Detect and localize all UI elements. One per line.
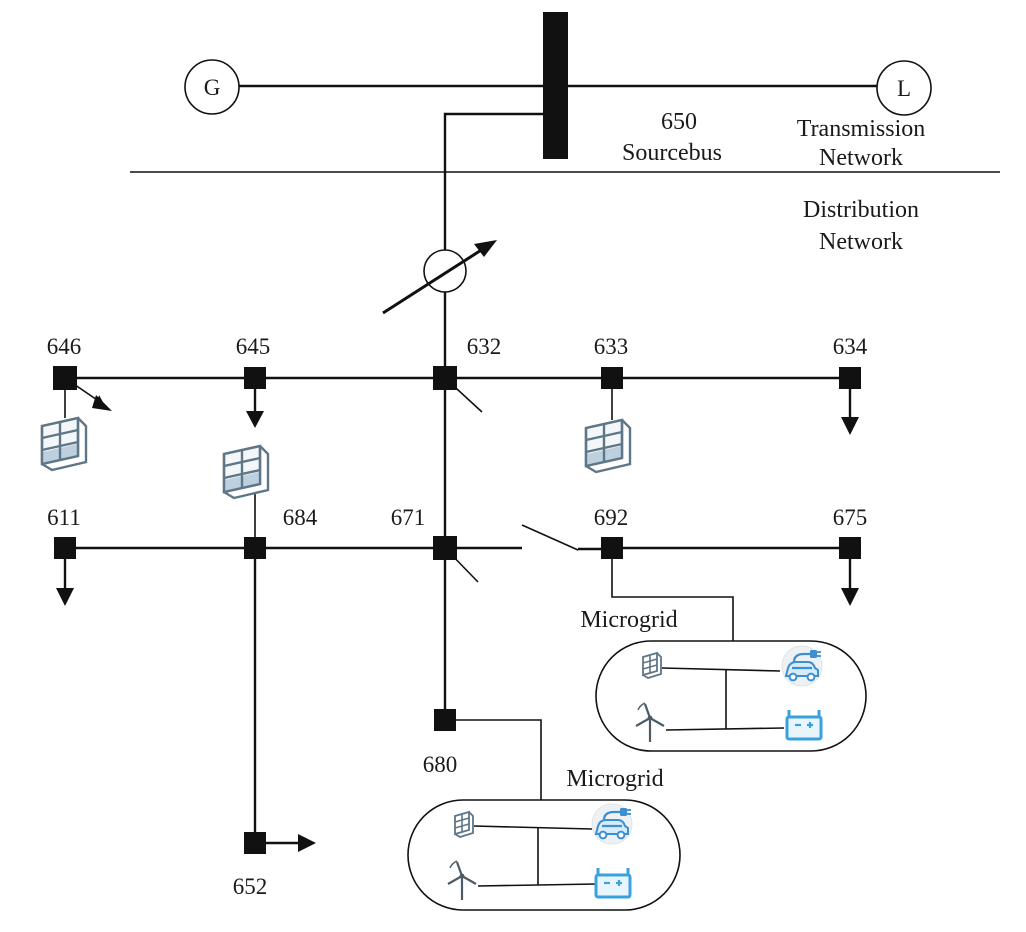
microgrid-lower-box [407, 799, 681, 911]
bus-634 [839, 367, 861, 389]
node-646-label: 646 [47, 334, 82, 359]
node-634-label: 634 [833, 334, 868, 359]
node-633-label: 633 [594, 334, 629, 359]
node-675-label: 675 [833, 505, 868, 530]
node-684-label: 684 [283, 505, 318, 530]
solar-panel-icon [584, 418, 632, 474]
node-611-label: 611 [47, 505, 81, 530]
transmission-label-1: Transmission [797, 116, 925, 142]
bus-680 [434, 709, 456, 731]
generator: G [184, 59, 240, 115]
bus-632 [433, 366, 457, 390]
load-label: L [897, 76, 911, 101]
solar-panel-icon [222, 444, 270, 500]
microgrid-lower: Microgrid [407, 766, 681, 911]
bus-652 [244, 832, 266, 854]
bus-611 [54, 537, 76, 559]
microgrid-upper-label: Microgrid [580, 607, 677, 633]
load-arrow-645 [246, 411, 264, 428]
distribution-label-2: Network [819, 229, 903, 255]
bus-671 [433, 536, 457, 560]
bus-675 [839, 537, 861, 559]
node-632-label: 632 [467, 334, 502, 359]
electric-vehicle-icon [590, 802, 634, 846]
bus-labels: 646 645 632 633 634 611 684 671 692 675 … [47, 334, 868, 899]
load-arrow-634 [841, 417, 859, 435]
node-680-label: 680 [423, 752, 458, 777]
feeder-lines [56, 112, 859, 852]
microgrid-upper-box [595, 640, 867, 752]
node-652-label: 652 [233, 874, 268, 899]
microgrid-upper: Microgrid [580, 607, 867, 752]
load-arrow-652 [298, 834, 316, 852]
bus-692 [601, 537, 623, 559]
sourcebus-label: Sourcebus [622, 140, 722, 166]
microgrid-lower-label: Microgrid [566, 766, 663, 792]
sourcebus-bar [543, 12, 568, 159]
node-671-label: 671 [391, 505, 426, 530]
node-645-label: 645 [236, 334, 271, 359]
generator-label: G [204, 75, 221, 100]
load-arrow-675 [841, 588, 859, 606]
node-650-label: 650 [661, 109, 697, 135]
bus-646 [53, 366, 77, 390]
solar-panel-icon [40, 416, 88, 472]
transmission-network: G L 650 Sourcebus Transmission Network [184, 12, 932, 171]
bus-nodes [53, 366, 861, 854]
transmission-label-2: Network [819, 145, 903, 171]
distribution-label-1: Distribution [803, 197, 919, 223]
electric-vehicle-icon [780, 644, 824, 688]
bus-645 [244, 367, 266, 389]
load-arrow-611 [56, 588, 74, 606]
load: L [876, 60, 932, 116]
open-switch [521, 524, 579, 551]
voltage-regulator-icon [382, 240, 497, 315]
bus-633 [601, 367, 623, 389]
bus-684 [244, 537, 266, 559]
node-692-label: 692 [594, 505, 629, 530]
